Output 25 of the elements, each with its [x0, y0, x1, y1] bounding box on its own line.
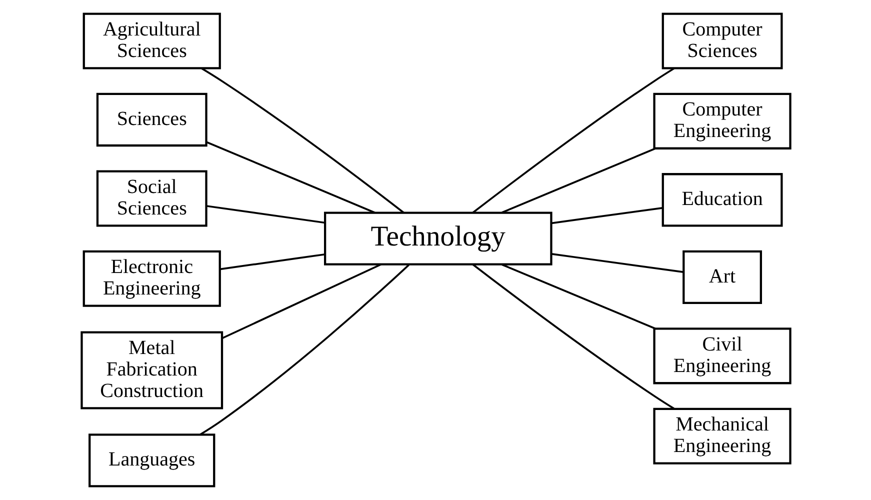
connector [219, 253, 325, 270]
connector [501, 148, 656, 214]
node-box: Computer Engineering [652, 92, 791, 150]
connector [501, 264, 656, 330]
connector [550, 207, 662, 224]
node-box: Education [661, 173, 782, 227]
node-box: Computer Sciences [661, 12, 782, 70]
node-box: Social Sciences [96, 170, 207, 227]
node-box: Technology [324, 212, 552, 266]
node-box: Electronic Engineering [82, 250, 220, 307]
connector [472, 68, 674, 214]
node-box: Art [682, 250, 762, 304]
connector [550, 253, 684, 273]
connector [221, 263, 382, 340]
connector [200, 68, 404, 214]
node-box: Sciences [96, 92, 207, 147]
connector [206, 205, 325, 224]
node-box: Languages [88, 434, 215, 488]
node-box: Agricultural Sciences [82, 12, 220, 70]
connector [206, 141, 375, 214]
connector [472, 264, 674, 410]
connector [199, 264, 409, 436]
node-box: Mechanical Engineering [652, 408, 791, 464]
node-box: Metal Fabrication Construction [80, 331, 223, 410]
node-box: Civil Engineering [652, 328, 791, 384]
